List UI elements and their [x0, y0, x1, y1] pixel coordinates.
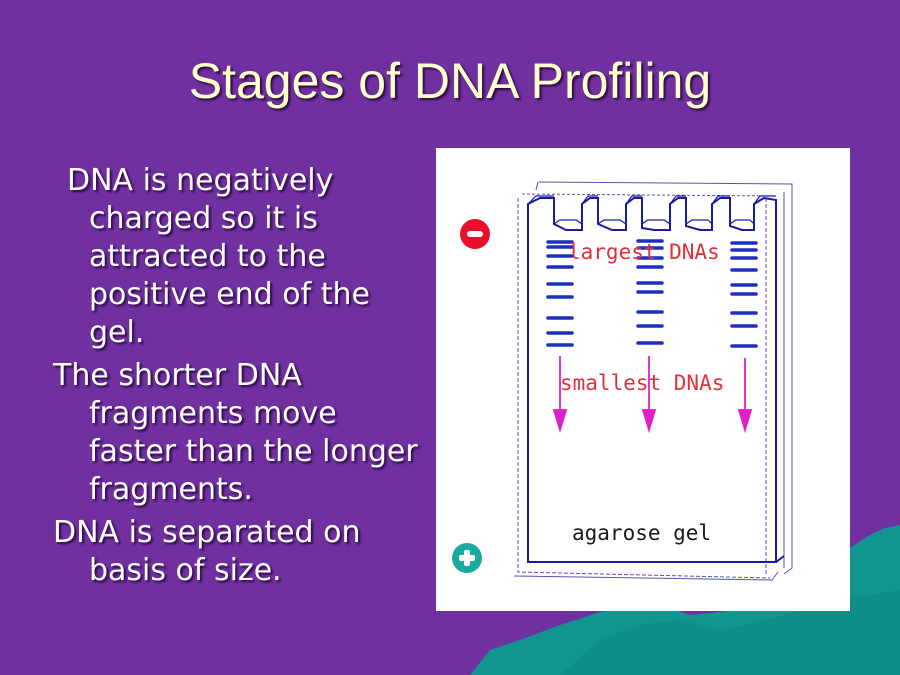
smallest-dnas-label: smallest DNAs — [560, 371, 725, 395]
slide-title: Stages of DNA Profiling — [188, 53, 712, 109]
bullet-item: The shorter DNA fragments move faster th… — [53, 358, 418, 507]
positive-electrode-icon — [452, 543, 482, 573]
bullet-list: DNA is negatively charged so it is attra… — [53, 162, 433, 595]
largest-dnas-label: largest DNAs — [568, 240, 720, 264]
bullet-item: DNA is negatively charged so it is attra… — [67, 163, 370, 350]
gel-diagram — [452, 181, 793, 581]
bullet-item: DNA is separated on basis of size. — [53, 515, 361, 588]
negative-electrode-icon — [460, 219, 490, 249]
gel-electrophoresis-figure: largest DNAs smallest DNAs agarose gel — [436, 148, 850, 611]
agarose-gel-label: agarose gel — [572, 521, 712, 545]
